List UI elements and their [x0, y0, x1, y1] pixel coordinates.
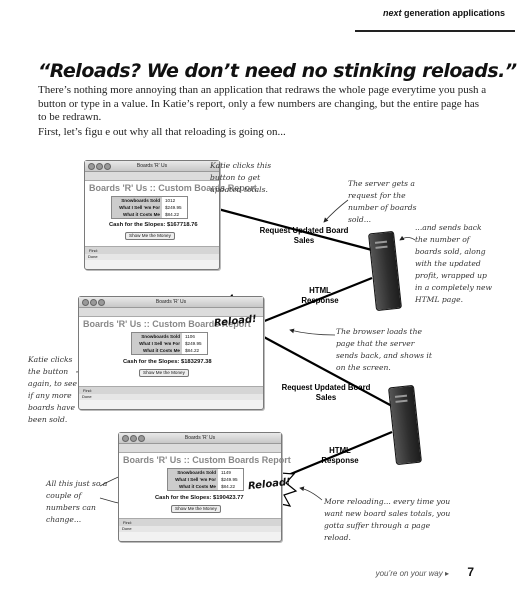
row-value: $84.22	[219, 483, 243, 490]
cash-total: Cash for the Slopes: $183297.38	[123, 359, 212, 365]
row-key: Snowboards Sold	[112, 197, 163, 204]
note-all-this: All this just so a couple of numbers can…	[46, 479, 108, 524]
browser-page: Boards 'R' Us :: Custom Boards Report Sn…	[119, 453, 291, 532]
table-row: What I Sell 'em For$249.95	[132, 340, 207, 347]
row-value: $84.22	[183, 347, 207, 354]
report-title: Boards 'R' Us :: Custom Boards Report	[89, 183, 257, 193]
request-line-2	[261, 335, 393, 407]
window-titlebar: Boards 'R' Us	[79, 297, 263, 308]
report-title: Boards 'R' Us :: Custom Boards Report	[123, 455, 291, 465]
window-titlebar: Boards 'R' Us	[85, 161, 219, 172]
response-line-2	[280, 430, 393, 480]
page-headline: “Reloads? We don’t need no stinking relo…	[38, 60, 517, 82]
note-more-reloading: More reloading... every time you want ne…	[324, 497, 451, 542]
row-key: What I Sell 'em For	[132, 340, 183, 347]
status-bar: Done	[119, 526, 281, 532]
response-label-2: HTML Response	[321, 446, 359, 465]
show-me-money-button[interactable]: Show Me the Money	[139, 369, 189, 377]
browser-window-1: Boards 'R' Us Boards 'R' Us :: Custom Bo…	[84, 160, 257, 270]
response-label-1: HTML Response	[301, 286, 339, 305]
note-pointer-sends	[399, 235, 416, 241]
cash-total: Cash for the Slopes: $190423.77	[155, 495, 244, 501]
table-row: What I Sell 'em For$249.95	[112, 204, 187, 211]
note-sends-back: ...and sends back the number of boards s…	[415, 223, 493, 304]
header-rule	[355, 30, 515, 32]
find-label: Find:	[83, 388, 92, 393]
table-row: What I Sell 'em For$249.95	[168, 476, 243, 483]
browser-toolbar	[85, 172, 219, 181]
browser-page: Boards 'R' Us :: Custom Boards Report Sn…	[79, 317, 263, 400]
row-key: What it Costs Me	[168, 483, 219, 490]
intro-paragraph-2: First, let’s figu e out why all that rel…	[38, 126, 286, 138]
footer-arrow-icon: ▸	[444, 569, 449, 578]
report-title: Boards 'R' Us :: Custom Boards Report	[83, 319, 251, 329]
footer-text: you’re on your way	[375, 569, 443, 578]
show-me-money-button[interactable]: Show Me the Money	[125, 232, 175, 240]
intro-paragraph: There’s nothing more annoying than an ap…	[38, 84, 487, 123]
status-bar: Done	[79, 394, 263, 400]
row-value: $249.95	[163, 204, 187, 211]
row-value: $249.95	[183, 340, 207, 347]
browser-page: Boards 'R' Us :: Custom Boards Report Sn…	[85, 181, 257, 260]
request-label-1: Request Updated Board Sales	[259, 226, 349, 245]
footer-tagline: you’re on your way ▸	[376, 569, 449, 578]
running-head-rest: generation applications	[401, 8, 505, 18]
browser-toolbar	[119, 444, 281, 453]
page-number: 7	[467, 565, 474, 579]
note-browser-loads: The browser loads the page that the serv…	[336, 327, 432, 372]
window-title: Boards 'R' Us	[136, 163, 168, 169]
table-row: What it Costs Me$84.22	[168, 483, 243, 490]
note-katie-clicks: Katie clicks this button to get updated …	[210, 161, 272, 194]
find-bar: Find:	[79, 386, 263, 394]
find-bar: Find:	[85, 246, 219, 254]
browser-window-2: Boards 'R' Us Boards 'R' Us :: Custom Bo…	[78, 296, 264, 410]
show-me-money-button[interactable]: Show Me the Money	[171, 505, 221, 513]
status-bar: Done	[85, 254, 219, 260]
cash-total: Cash for the Slopes: $167718.76	[109, 222, 198, 228]
window-title: Boards 'R' Us	[155, 299, 187, 305]
request-line-1	[217, 207, 373, 252]
row-key: What it Costs Me	[132, 347, 183, 354]
table-row: What it Costs Me$84.22	[132, 347, 207, 354]
request-label-2: Request Updated Board Sales	[281, 383, 371, 402]
table-row: What it Costs Me$84.22	[112, 211, 187, 218]
row-key: Snowboards Sold	[168, 469, 219, 476]
browser-window-3: Boards 'R' Us Boards 'R' Us :: Custom Bo…	[118, 432, 291, 542]
note-pointer-more	[299, 486, 323, 501]
row-value: 1106	[183, 333, 207, 340]
row-value: 1012	[163, 197, 187, 204]
row-key: Snowboards Sold	[132, 333, 183, 340]
row-key: What I Sell 'em For	[168, 476, 219, 483]
window-title: Boards 'R' Us	[184, 435, 216, 441]
find-bar: Find:	[119, 518, 281, 526]
note-server-gets: The server gets a request for the number…	[348, 179, 417, 224]
row-value: $249.95	[219, 476, 243, 483]
row-key: What it Costs Me	[112, 211, 163, 218]
note-pointer-server	[323, 199, 349, 223]
row-value: $84.22	[163, 211, 187, 218]
response-line-1	[261, 276, 373, 324]
find-label: Find:	[89, 248, 98, 253]
browser-toolbar	[79, 308, 263, 317]
note-pointer-browser	[289, 328, 336, 336]
running-head-prefix: next	[382, 8, 402, 18]
find-label: Find:	[123, 520, 132, 525]
row-value: 1149	[219, 469, 243, 476]
note-katie-again: Katie clicks the button again, to see if…	[28, 355, 77, 424]
window-titlebar: Boards 'R' Us	[119, 433, 281, 444]
row-key: What I Sell 'em For	[112, 204, 163, 211]
running-head: next generation applications	[0, 8, 505, 18]
